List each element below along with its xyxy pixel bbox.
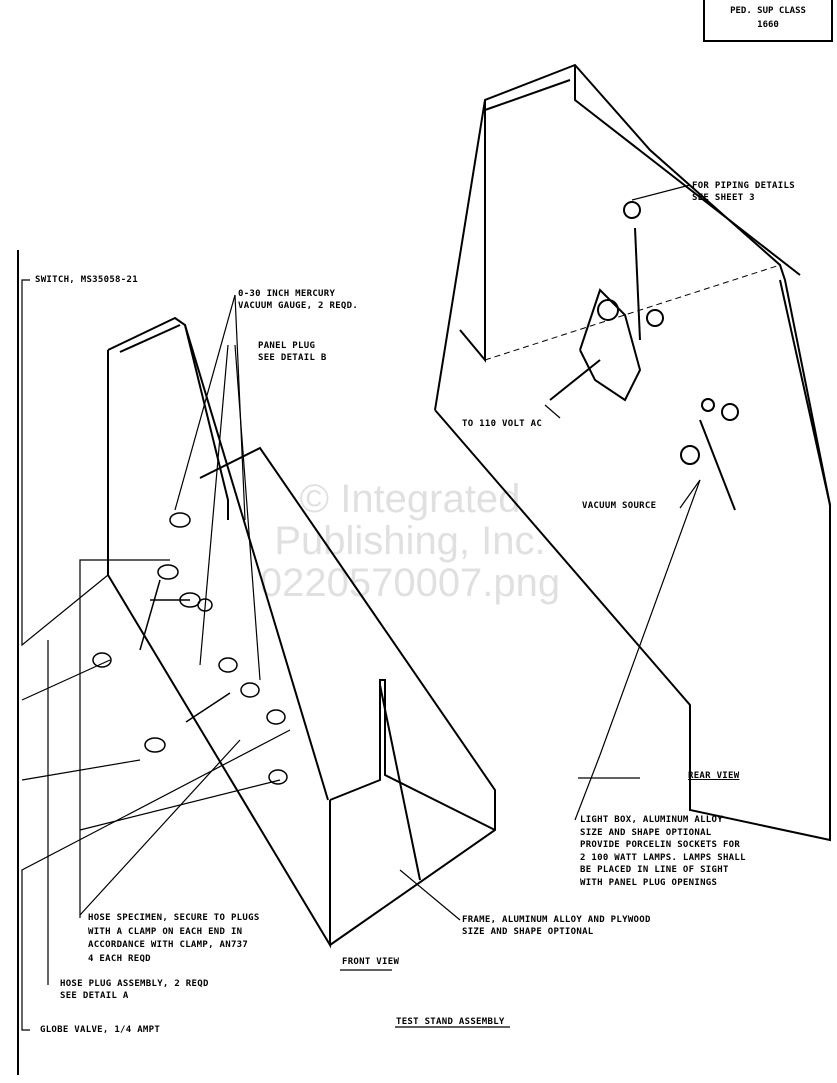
label-line: HOSE SPECIMEN, SECURE TO PLUGS bbox=[88, 913, 260, 923]
piping-label: FOR PIPING DETAILS SEE SHEET 3 bbox=[692, 180, 795, 204]
label-line: WITH PANEL PLUG OPENINGS bbox=[580, 877, 718, 888]
panel-plug-label: PANEL PLUG SEE DETAIL B bbox=[258, 340, 327, 364]
frame-label: FRAME, ALUMINUM ALLOY AND PLYWOOD SIZE A… bbox=[462, 914, 651, 938]
vacuum-source-label: VACUUM SOURCE bbox=[582, 501, 657, 511]
label-line: VACUUM GAUGE, 2 REQD. bbox=[238, 301, 359, 311]
label-line: ACCORDANCE WITH CLAMP, AN737 bbox=[88, 940, 249, 950]
label-line: FOR PIPING DETAILS bbox=[692, 181, 795, 191]
label-line: 4 EACH REQD bbox=[88, 953, 151, 964]
ac-label: TO 110 VOLT AC bbox=[462, 419, 543, 429]
watermark-line: 0220570007.png bbox=[259, 561, 561, 605]
label-line: 0-30 INCH MERCURY bbox=[238, 289, 336, 299]
light-box-label: LIGHT BOX, ALUMINUM ALLOY SIZE AND SHAPE… bbox=[580, 814, 746, 889]
label-line: BE PLACED IN LINE OF SIGHT bbox=[580, 865, 729, 875]
label-line: FRAME, ALUMINUM ALLOY AND PLYWOOD bbox=[462, 915, 651, 925]
label-line: LIGHT BOX, ALUMINUM ALLOY bbox=[580, 815, 723, 825]
class-title-block: PED. SUP CLASS 1660 bbox=[703, 0, 833, 42]
gauge-label: 0-30 INCH MERCURY VACUUM GAUGE, 2 REQD. bbox=[238, 288, 358, 312]
label-line: SEE DETAIL A bbox=[60, 991, 129, 1001]
class-label: PED. SUP CLASS bbox=[730, 6, 806, 16]
leader-lines bbox=[21, 184, 701, 1031]
label-line: SEE SHEET 3 bbox=[692, 193, 755, 203]
rear-view-title: REAR VIEW bbox=[688, 771, 740, 781]
watermark: © Integrated Publishing, Inc. 0220570007… bbox=[180, 478, 640, 604]
rear-view-light-box bbox=[434, 63, 831, 842]
label-line: 2 100 WATT LAMPS. LAMPS SHALL bbox=[580, 852, 746, 863]
label-line: HOSE PLUG ASSEMBLY, 2 REQD bbox=[60, 979, 209, 989]
label-line: SEE DETAIL B bbox=[258, 353, 327, 363]
label-line: SIZE AND SHAPE OPTIONAL bbox=[462, 927, 594, 937]
front-view-stand bbox=[107, 316, 496, 949]
hose-plug-label: HOSE PLUG ASSEMBLY, 2 REQD SEE DETAIL A bbox=[60, 978, 209, 1002]
drawing-title: TEST STAND ASSEMBLY bbox=[396, 1017, 505, 1027]
switch-label: SWITCH, MS35058-21 bbox=[35, 275, 138, 285]
fittings bbox=[92, 512, 288, 785]
watermark-line: Publishing, Inc. bbox=[274, 519, 546, 563]
front-view-title: FRONT VIEW bbox=[342, 957, 400, 967]
watermark-line: © Integrated bbox=[299, 477, 521, 521]
label-line: PROVIDE PORCELIN SOCKETS FOR bbox=[580, 840, 741, 850]
label-line: WITH A CLAMP ON EACH END IN bbox=[88, 926, 243, 937]
globe-valve-label: GLOBE VALVE, 1/4 AMPT bbox=[40, 1025, 161, 1035]
label-line: SIZE AND SHAPE OPTIONAL bbox=[580, 827, 712, 838]
hose-specimen-label: HOSE SPECIMEN, SECURE TO PLUGS WITH A CL… bbox=[88, 912, 260, 966]
label-line: PANEL PLUG bbox=[258, 341, 316, 351]
class-number: 1660 bbox=[757, 20, 779, 30]
